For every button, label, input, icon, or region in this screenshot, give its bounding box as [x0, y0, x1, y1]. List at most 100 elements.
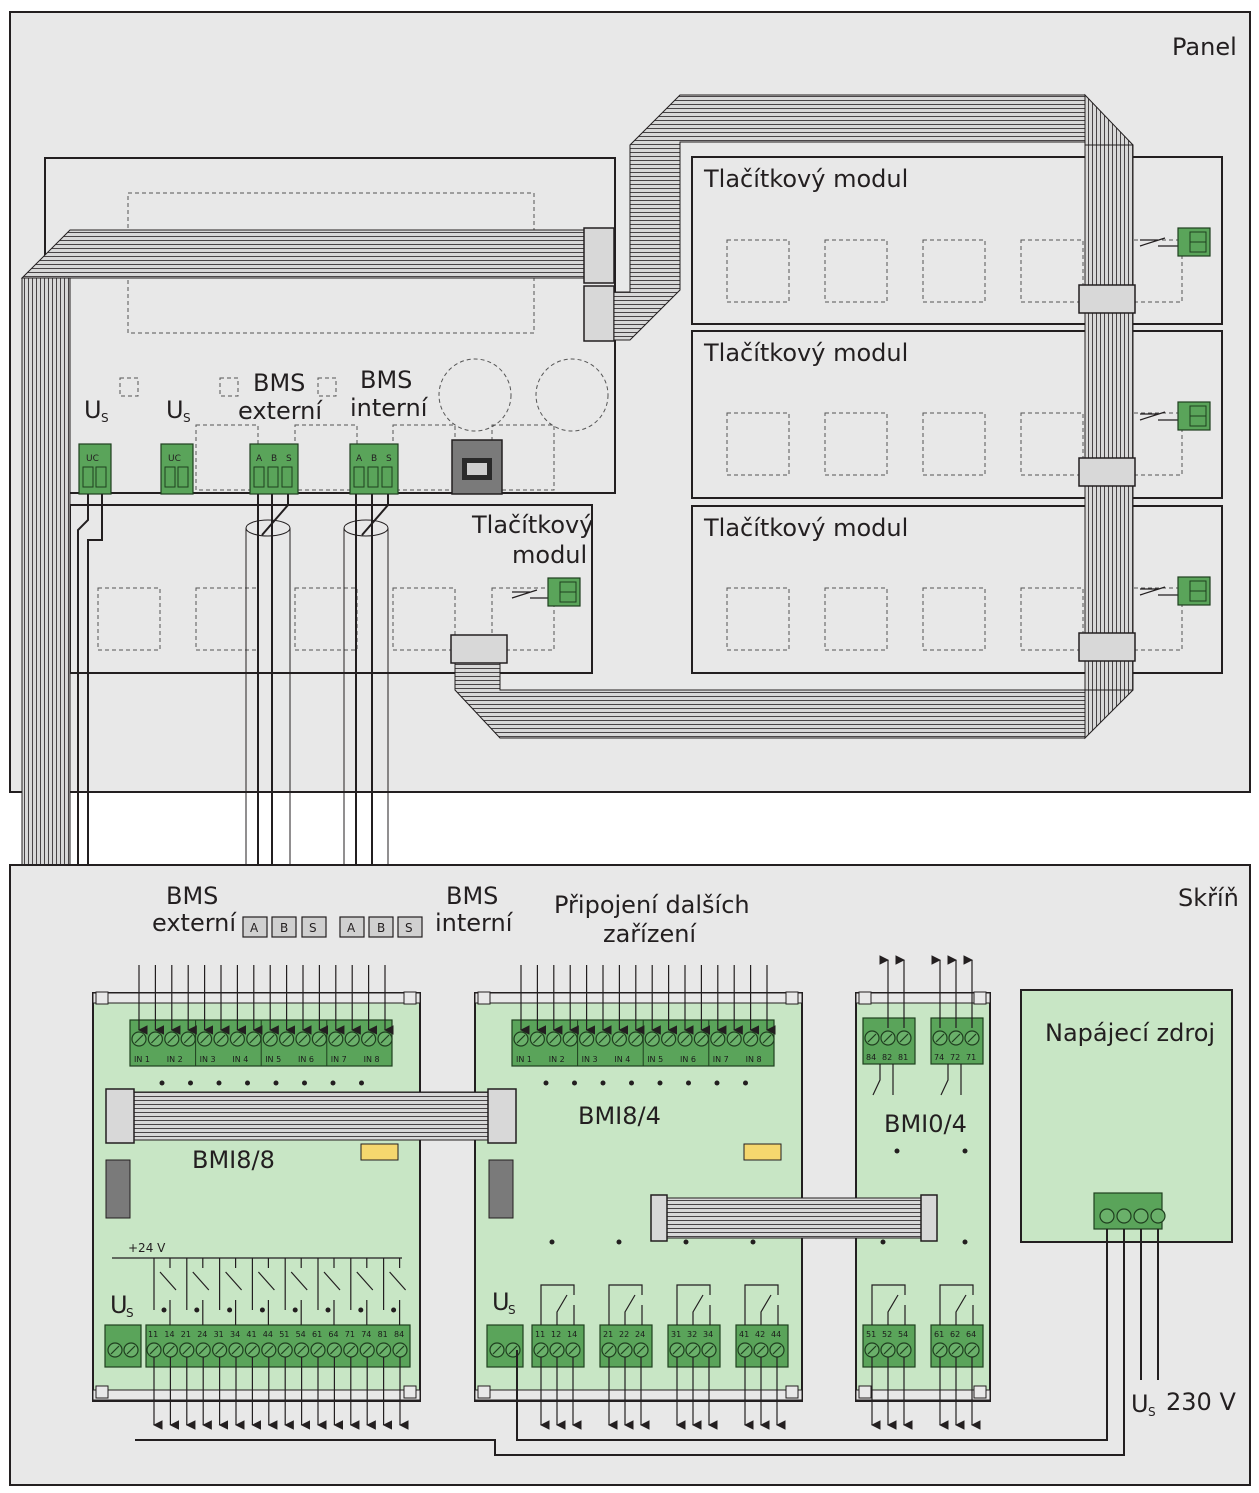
- output-label: 54: [296, 1330, 306, 1339]
- input-label: IN 7: [331, 1055, 347, 1064]
- module-terminal-left: [511, 577, 581, 607]
- us-label-2: U S: [166, 396, 191, 425]
- relay-contact: [608, 1284, 643, 1325]
- svg-text:+24 V: +24 V: [128, 1241, 166, 1255]
- relay-contact: [744, 1284, 779, 1325]
- led-dot: [188, 1080, 193, 1086]
- relay-label: 64: [966, 1330, 976, 1339]
- us-connector-2: UC: [160, 443, 194, 495]
- psu-us-label: U: [1131, 1390, 1149, 1418]
- ribbon-connector-top-1: [583, 227, 615, 284]
- output-label: 31: [214, 1330, 224, 1339]
- svg-text:S: S: [309, 921, 317, 935]
- ribbon-connector-bottom: [450, 634, 508, 664]
- bms-int-connector: A B S: [349, 443, 399, 495]
- output-label: 74: [361, 1330, 371, 1339]
- ribbon-bmi84-bmi04: [664, 1197, 922, 1239]
- panel-title: Panel: [1172, 33, 1237, 61]
- ribbon-connector-right-3: [1078, 632, 1136, 662]
- relay-label: 42: [755, 1330, 765, 1339]
- led-dot: [743, 1080, 748, 1086]
- input-label: IN 8: [746, 1055, 762, 1064]
- led-dot: [359, 1080, 364, 1086]
- bms-ext-cab-label-1: BMS: [166, 882, 218, 910]
- input-label: IN 6: [298, 1055, 314, 1064]
- transistor-output: [350, 1258, 374, 1325]
- led-dot: [273, 1080, 279, 1086]
- input-label: IN 2: [549, 1055, 565, 1064]
- svg-text:A: A: [250, 921, 259, 935]
- led-dot: [572, 1080, 577, 1086]
- relay-label: 12: [551, 1330, 561, 1339]
- bmi84-label: BMI8/4: [578, 1102, 661, 1130]
- ribbon-connector-right-1: [1078, 284, 1136, 314]
- usb-port: [451, 439, 503, 495]
- relay-label: 22: [619, 1330, 629, 1339]
- ribbon-bmi88-bmi84: [129, 1091, 491, 1141]
- relay-label: 34: [703, 1330, 713, 1339]
- led-dot: [330, 1080, 336, 1086]
- other-devices-label-2: zařízení: [603, 920, 697, 948]
- led-dot: [714, 1080, 720, 1086]
- output-label: 41: [246, 1330, 256, 1339]
- output-label: 44: [263, 1330, 273, 1339]
- ribbon-cable-top-left: [20, 229, 586, 279]
- knob-outline: [438, 358, 512, 432]
- relay-label: 11: [535, 1330, 545, 1339]
- relay-label: 21: [603, 1330, 613, 1339]
- svg-text:S: S: [101, 411, 109, 425]
- transistor-output: [383, 1258, 407, 1325]
- svg-text:A: A: [256, 454, 263, 464]
- bmi88-label: BMI8/8: [192, 1146, 275, 1174]
- svg-text:Tlačítkový modul: Tlačítkový modul: [703, 514, 908, 542]
- bms-int-cab-terminals: A B S: [339, 916, 423, 938]
- relay-label: 84: [866, 1053, 876, 1062]
- relay-contact: [676, 1284, 711, 1325]
- psu-label: Napájecí zdroj: [1045, 1019, 1215, 1047]
- svg-text:A: A: [347, 921, 356, 935]
- svg-text:S: S: [386, 454, 392, 464]
- output-label: 84: [394, 1330, 404, 1339]
- input-label: IN 4: [232, 1055, 248, 1064]
- relay-label: 61: [934, 1330, 944, 1339]
- bms-int-label-2: interní: [350, 394, 429, 422]
- input-label: IN 8: [364, 1055, 380, 1064]
- relay-label: 74: [934, 1053, 944, 1062]
- output-label: 34: [230, 1330, 240, 1339]
- svg-text:S: S: [126, 1306, 134, 1320]
- transistor-output: [251, 1258, 275, 1325]
- input-label: IN 3: [200, 1055, 216, 1064]
- relay-label: 44: [771, 1330, 781, 1339]
- ribbon-cable-bottom: [454, 659, 1086, 739]
- svg-text:U: U: [492, 1288, 510, 1316]
- bms-ext-cab-label-2: externí: [152, 909, 237, 937]
- input-label: IN 5: [265, 1055, 281, 1064]
- input-label: IN 2: [167, 1055, 183, 1064]
- ribbon-connector-right-2: [1078, 457, 1136, 487]
- bms-ext-connector: A B S: [249, 443, 299, 495]
- transistor-output: [219, 1258, 243, 1325]
- svg-text:UC: UC: [86, 454, 99, 464]
- relay-label: 62: [950, 1330, 960, 1339]
- us-connector-1: UC: [78, 443, 112, 495]
- relay-contact: [540, 1284, 575, 1325]
- bmi84-led-row: [543, 1080, 748, 1086]
- control-board: [44, 157, 616, 494]
- ribbon-connector-top-2: [583, 285, 615, 342]
- input-label: IN 1: [516, 1055, 532, 1064]
- led-dot: [302, 1080, 307, 1086]
- bms-int-label-1: BMS: [360, 366, 412, 394]
- us-label-1: U S: [84, 396, 109, 425]
- relay-contact: [940, 1064, 962, 1096]
- transistor-output: [153, 1258, 177, 1325]
- bms-ext-label-2: externí: [238, 397, 323, 425]
- svg-text:A: A: [356, 454, 363, 464]
- output-label: 21: [181, 1330, 191, 1339]
- output-label: 51: [279, 1330, 289, 1339]
- svg-text:U: U: [84, 396, 102, 424]
- relay-contact: [939, 1284, 974, 1325]
